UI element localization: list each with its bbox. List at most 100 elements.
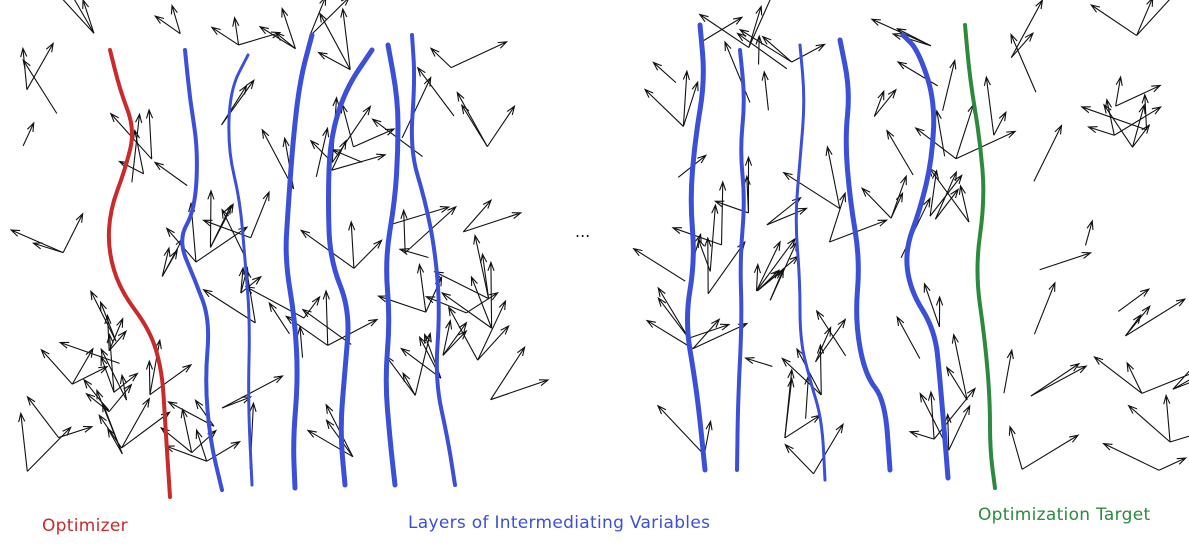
intermediate-layer-curve (794, 43, 827, 482)
arrow (791, 43, 826, 63)
arrow (340, 7, 351, 70)
arrow (145, 108, 154, 160)
arrow (167, 401, 215, 427)
arrow (238, 31, 282, 46)
arrow (62, 212, 84, 253)
optimizer-label: Optimizer (42, 516, 128, 536)
arrow (194, 398, 215, 427)
arrow (1010, 31, 1034, 59)
arrow (331, 153, 387, 171)
arrow (736, 32, 788, 70)
arrow (657, 286, 690, 339)
arrow (20, 46, 28, 90)
intermediate-layer-curve (735, 48, 746, 472)
arrow (240, 275, 263, 294)
arrow (1089, 4, 1137, 36)
arrow (829, 219, 889, 243)
arrow (784, 443, 814, 475)
arrow (477, 299, 507, 361)
arrow (929, 169, 939, 217)
arrow (131, 112, 143, 183)
arrow (1172, 382, 1189, 390)
arrow (202, 288, 256, 324)
arrow (402, 371, 416, 396)
arrow (104, 313, 112, 351)
arrow (755, 34, 763, 65)
arrow (1093, 355, 1143, 394)
intermediate-layer-curve (383, 42, 401, 488)
arrow (657, 296, 690, 339)
arrow (447, 305, 479, 361)
arrow (258, 25, 296, 50)
arrow (108, 383, 133, 413)
arrow (1033, 124, 1063, 182)
arrow (442, 321, 468, 356)
arrow (429, 47, 452, 69)
arrow (656, 404, 705, 456)
arrow (161, 246, 171, 277)
arrow (18, 411, 28, 472)
arrow (753, 262, 762, 291)
arrow (815, 318, 847, 363)
arrow (929, 174, 963, 217)
arrow (400, 347, 442, 379)
arrow (993, 110, 1007, 136)
intermediate-layer-curve (180, 48, 224, 492)
arrow (632, 247, 686, 282)
arrow (671, 227, 722, 246)
arrow (22, 121, 35, 147)
arrow (424, 296, 467, 314)
arrow (1103, 103, 1133, 148)
arrow (1141, 373, 1189, 394)
arrow (209, 202, 234, 248)
arrow (121, 397, 151, 449)
arrow (1115, 75, 1123, 107)
arrow (9, 229, 64, 254)
arrow (1030, 365, 1088, 397)
arrow (299, 229, 355, 269)
arrow (704, 236, 712, 294)
arrow (74, 0, 95, 34)
arrow (908, 430, 935, 440)
arrow (102, 401, 123, 454)
arrow (1126, 361, 1143, 394)
arrow (766, 207, 809, 226)
arrow (1125, 298, 1187, 337)
arrow (331, 105, 372, 163)
arrow (232, 16, 240, 46)
arrow (250, 190, 270, 238)
arrow (1127, 404, 1171, 443)
arrow (1158, 457, 1188, 471)
arrow (490, 345, 526, 401)
arrow (400, 208, 408, 253)
arrow (1115, 84, 1162, 107)
arrow (462, 199, 493, 233)
arrow (210, 26, 239, 46)
arrow (106, 332, 115, 393)
arrow (815, 309, 847, 357)
arrow (58, 341, 120, 364)
intermediate-layer-curve (326, 47, 375, 488)
arrow (306, 429, 354, 458)
arrow (955, 130, 1017, 160)
arrow (119, 373, 128, 401)
arrow (891, 33, 931, 47)
arrow (322, 289, 330, 346)
arrow (149, 363, 193, 396)
arrow (698, 13, 750, 48)
arrow (688, 323, 731, 339)
arrow (709, 203, 719, 272)
arrow (470, 275, 493, 329)
arrow (58, 425, 94, 439)
arrow (206, 440, 242, 462)
arrow (945, 366, 968, 401)
arrow (873, 88, 897, 117)
arrow (442, 319, 453, 356)
arrow (761, 35, 793, 63)
arrow (816, 343, 825, 396)
arrow (221, 396, 253, 409)
arrow (825, 145, 841, 209)
arrow (416, 262, 427, 313)
arrow (1080, 106, 1147, 131)
